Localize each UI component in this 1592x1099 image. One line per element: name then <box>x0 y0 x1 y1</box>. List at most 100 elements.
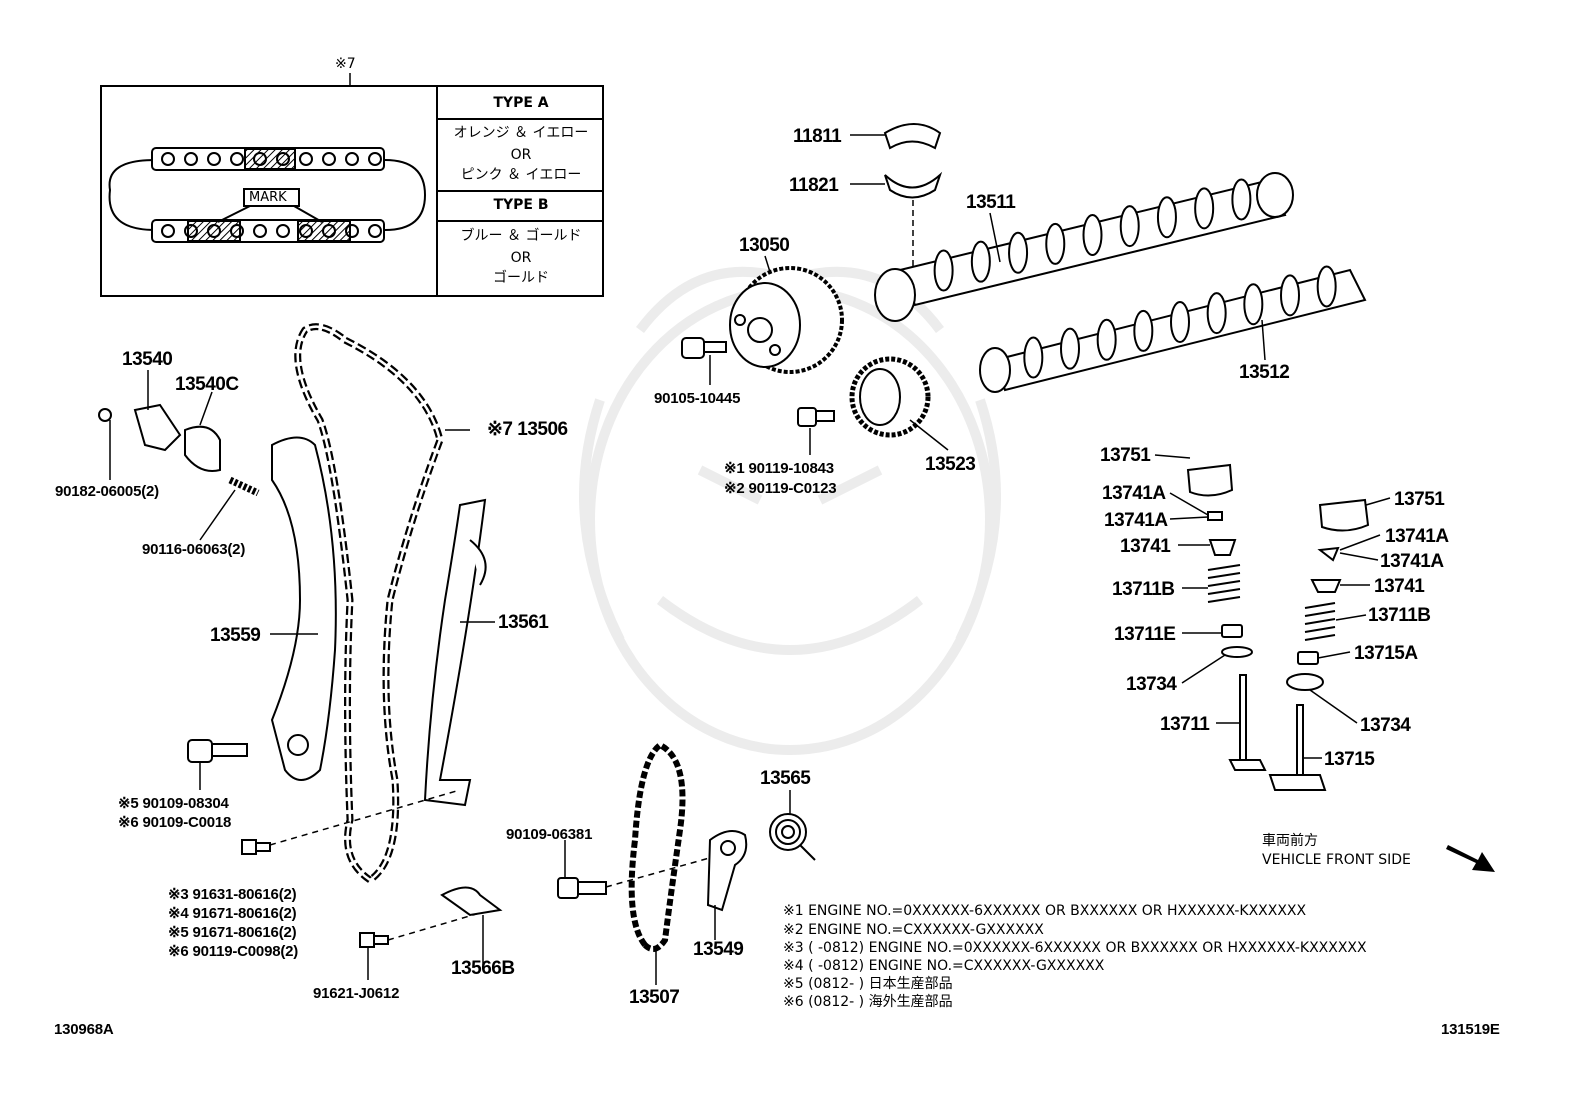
part-label-90105-10445: 90105-10445 <box>654 390 741 407</box>
part-label-13715a: 13715A <box>1354 643 1418 664</box>
type-b-header: TYPE B <box>493 197 549 213</box>
part-label-11821: 11821 <box>789 175 839 196</box>
tensioner-arm-13549 <box>706 830 748 912</box>
bolt-91621 <box>359 932 389 948</box>
chain-link-icon <box>299 152 313 166</box>
part-label-13751-right: 13751 <box>1394 489 1445 510</box>
chain-type-column: TYPE A オレンジ ＆ イエロー OR ピンク ＆ イエロー TYPE B … <box>436 87 604 295</box>
cam-lobe-icon <box>1023 336 1044 379</box>
diagram-code-right: 131519E <box>1441 1021 1500 1038</box>
part-label-90109-c0018: ※6 90109-C0018 <box>118 814 232 831</box>
part-label-13711: 13711 <box>1160 714 1210 735</box>
part-label-13565: 13565 <box>760 768 811 789</box>
cam-lobe-icon <box>1231 178 1252 221</box>
part-label-13734-right: 13734 <box>1360 715 1411 736</box>
leader-lines <box>109 134 1391 985</box>
part-label-90116-06063: 90116-06063(2) <box>142 541 246 558</box>
part-label-13506: ※7 13506 <box>487 419 568 440</box>
note-3: ※3 ( -0812) ENGINE NO.=0XXXXXX-6XXXXXX O… <box>783 940 1367 956</box>
part-label-91631-80616: ※3 91631-80616(2) <box>168 886 297 903</box>
part-label-11811: 11811 <box>793 126 842 147</box>
front-side-en: VEHICLE FRONT SIDE <box>1262 852 1411 868</box>
oil-pump-chain-13507 <box>628 741 686 952</box>
bearing-11821 <box>884 171 943 199</box>
cam-timing-gear-13050 <box>729 266 844 374</box>
part-label-90119-c0098: ※6 90119-C0098(2) <box>168 943 299 960</box>
bolt-90105-10445 <box>681 337 727 359</box>
cam-lobe-icon <box>1119 205 1140 248</box>
part-label-13511: 13511 <box>966 192 1016 213</box>
chain-link-icon <box>322 152 336 166</box>
bolt-90109-08304 <box>187 739 248 763</box>
part-label-13741a-right-2: 13741A <box>1380 551 1444 572</box>
bolt-90109-06381 <box>557 877 607 899</box>
part-label-13711b-right: 13711B <box>1368 605 1431 626</box>
divider <box>438 220 604 222</box>
chain-link-icon <box>161 152 175 166</box>
part-label-13559: 13559 <box>210 625 261 646</box>
front-side-jp: 車両前方 <box>1262 833 1318 849</box>
part-label-13751-left: 13751 <box>1100 445 1151 466</box>
sprocket-13523 <box>849 356 931 438</box>
part-label-13050: 13050 <box>739 235 790 256</box>
chain-guide-13566b <box>440 886 503 917</box>
bearing-11811 <box>883 123 942 150</box>
part-label-13741a-left-2: 13741A <box>1104 510 1168 531</box>
part-label-13715: 13715 <box>1324 749 1375 770</box>
chain-guide-13559 <box>270 436 337 781</box>
cam-lobe-icon <box>933 249 954 292</box>
chain-link-icon <box>207 152 221 166</box>
type-a-or: OR <box>510 147 532 163</box>
chain-link-icon <box>253 224 267 238</box>
camshaft-13511 <box>874 172 1294 322</box>
part-label-90109-06381: 90109-06381 <box>506 826 593 843</box>
chain-link-icon <box>368 224 382 238</box>
part-label-91621-j0612: 91621-J0612 <box>313 985 400 1002</box>
part-label-91671-80616-a: ※4 91671-80616(2) <box>168 905 297 922</box>
part-label-13523: 13523 <box>925 454 976 475</box>
part-label-90119-10843: ※1 90119-10843 <box>724 460 834 477</box>
bolt-91631 <box>241 839 271 855</box>
part-label-13711e: 13711E <box>1114 624 1176 645</box>
cam-lobe-icon <box>1194 187 1215 230</box>
chain-tensioner-13540 <box>98 403 260 497</box>
camshaft-13512 <box>979 265 1367 393</box>
note-1: ※1 ENGINE NO.=0XXXXXX-6XXXXXX OR BXXXXXX… <box>783 903 1307 919</box>
cam-lobe-icon <box>1045 222 1066 265</box>
cam-lobe-icon <box>1170 301 1190 343</box>
cam-lobe-icon <box>1008 231 1029 274</box>
divider <box>438 118 604 120</box>
note-2: ※2 ENGINE NO.=CXXXXXX-GXXXXXX <box>783 922 1044 938</box>
note-4: ※4 ( -0812) ENGINE NO.=CXXXXXX-GXXXXXX <box>783 958 1105 974</box>
cam-lobe-icon <box>1096 318 1117 361</box>
table-ref-label: ※7 <box>335 56 356 72</box>
chain-link-icon <box>276 224 290 238</box>
part-label-13734-left: 13734 <box>1126 674 1177 695</box>
part-label-13561: 13561 <box>498 612 549 633</box>
cam-lobe-icon <box>1082 214 1103 256</box>
front-arrow-icon <box>1446 845 1495 872</box>
diagram-code-left: 130968A <box>54 1021 114 1038</box>
part-label-13741a-left-1: 13741A <box>1102 483 1166 504</box>
cam-lobe-icon <box>1206 292 1227 335</box>
type-b-or: OR <box>510 250 532 266</box>
chain-mark-diagram <box>108 147 427 243</box>
part-label-13566b: 13566B <box>451 958 515 979</box>
cam-lobe-icon <box>1280 274 1300 317</box>
chain-link-icon <box>184 152 198 166</box>
cam-lobe-icon <box>1243 283 1264 326</box>
cam-lobe-icon <box>970 240 991 283</box>
type-a-line2: ピンク ＆ イエロー <box>460 167 582 183</box>
part-label-13540c: 13540C <box>175 374 239 395</box>
cam-lobe-icon <box>1316 265 1337 308</box>
part-label-13540: 13540 <box>122 349 173 370</box>
part-label-91671-80616-b: ※5 91671-80616(2) <box>168 924 297 941</box>
part-label-13549: 13549 <box>693 939 744 960</box>
part-label-90109-08304: ※5 90109-08304 <box>118 795 229 812</box>
part-label-13507: 13507 <box>629 987 680 1008</box>
type-b-line1: ブルー ＆ ゴールド <box>460 228 582 244</box>
chain-damper-13561 <box>423 498 487 807</box>
chain-link-icon <box>345 152 359 166</box>
part-label-13741-left: 13741 <box>1120 536 1171 557</box>
